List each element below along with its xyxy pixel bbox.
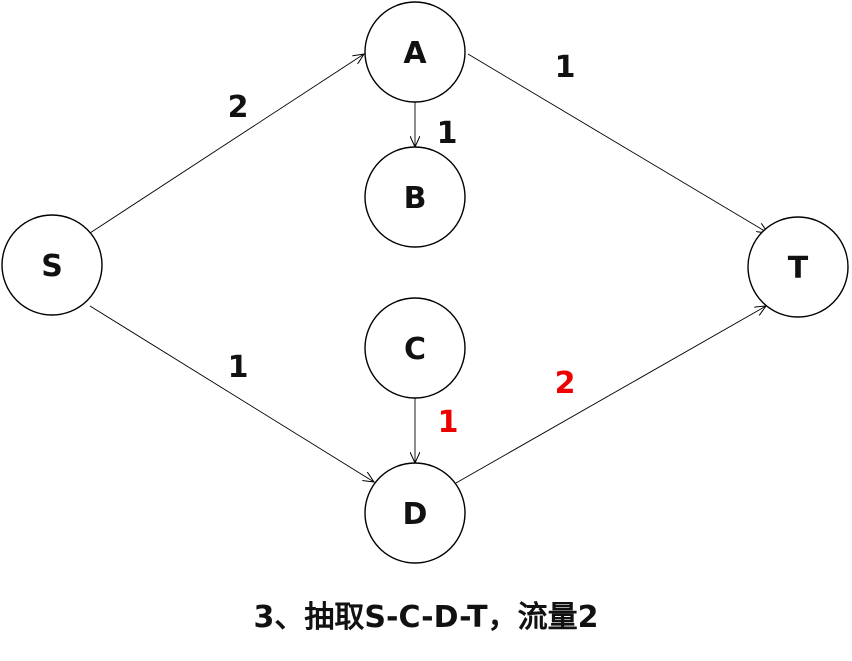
edge-a-t [467, 53, 768, 233]
edge-label-s-a: 2 [228, 90, 249, 125]
node-label-a: A [403, 36, 427, 71]
edge-s-a [89, 54, 364, 234]
node-label-d: D [403, 497, 428, 532]
edge-label-d-t: 2 [555, 366, 576, 401]
node-label-s: S [41, 249, 63, 284]
edge-d-t [455, 306, 766, 484]
node-s: S [1, 214, 103, 316]
edge-label-c-d: 1 [438, 405, 459, 440]
node-label-c: C [404, 332, 426, 367]
node-label-b: B [404, 181, 427, 216]
edge-label-a-b: 1 [437, 116, 458, 151]
node-d: D [364, 462, 466, 564]
node-t: T [747, 216, 849, 318]
node-b: B [364, 146, 466, 248]
node-label-t: T [788, 251, 809, 286]
node-a: A [364, 1, 466, 103]
edge-label-a-t: 1 [555, 50, 576, 85]
diagram-caption: 3、抽取S-C-D-T，流量2 [253, 600, 599, 635]
edge-s-d [89, 305, 374, 482]
node-c: C [364, 297, 466, 399]
edge-label-s-d: 1 [228, 350, 249, 385]
